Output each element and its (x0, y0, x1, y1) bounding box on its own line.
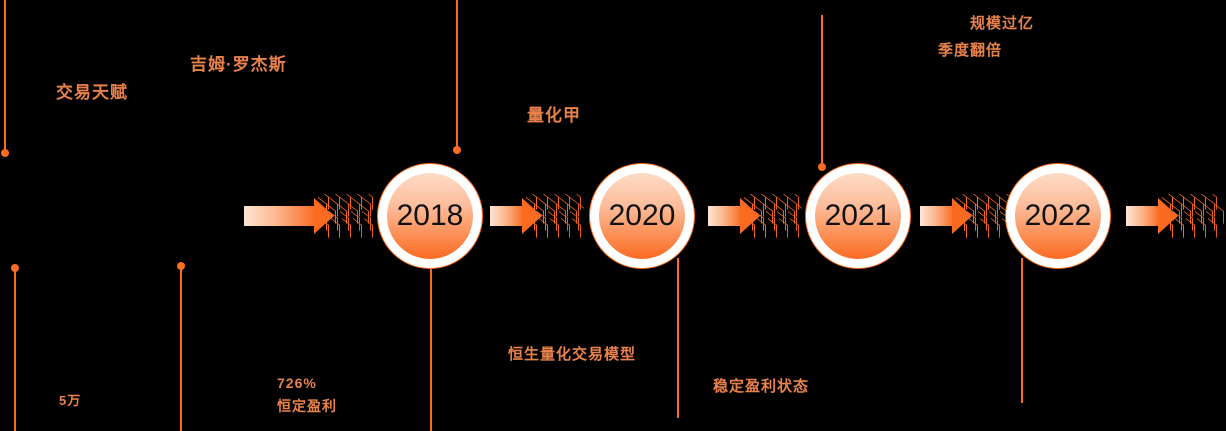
arrow-chevron (797, 210, 802, 224)
connector-line-constant-profit (180, 266, 182, 431)
connector-line-scale-over-yi (821, 15, 823, 168)
connector-line-jim-rogers (456, 0, 458, 150)
arrow-chevron (550, 224, 559, 238)
label-constant-profit-line2: 恒定盈利 (277, 398, 337, 414)
connector-line-trading-talent (4, 0, 6, 155)
connector-dot-trading-talent (1, 149, 9, 157)
arrow-chevron-group (1162, 194, 1226, 238)
label-trading-talent: 交易天赋 (56, 83, 128, 102)
arrow-chevron (572, 224, 581, 238)
timeline-arrow-2 (490, 194, 590, 238)
arrow-chevron (1197, 224, 1206, 238)
timeline-arrow-5 (1126, 194, 1226, 238)
node-year-label: 2020 (608, 199, 676, 232)
arrow-chevron (958, 224, 967, 238)
arrow-chevron (1175, 224, 1184, 238)
timeline-arrow-3 (708, 194, 808, 238)
label-stable-profit-state: 稳定盈利状态 (713, 378, 810, 395)
node-inner-circle: 2021 (815, 173, 901, 259)
arrow-shaft (708, 206, 742, 226)
arrow-shaft (920, 206, 954, 226)
node-year-label: 2018 (396, 199, 464, 232)
arrow-chevron (579, 210, 584, 224)
arrow-shaft (1126, 206, 1160, 226)
timeline-node-2021[interactable]: 2021 (805, 163, 911, 269)
arrow-chevron (779, 224, 788, 238)
connector-line-stable-profit-state (677, 258, 679, 418)
connector-line-hengsheng-model (430, 264, 432, 431)
connector-dot-scale-over-yi (818, 163, 826, 171)
node-inner-circle: 2022 (1015, 173, 1101, 259)
arrow-chevron (331, 224, 340, 238)
label-scale-over-yi-line1: 规模过亿 (970, 15, 1035, 32)
arrow-shaft (490, 206, 524, 226)
label-constant-profit: 726% 恒定盈利 (277, 375, 337, 416)
arrow-chevron-group (318, 194, 374, 238)
arrow-chevron (342, 224, 351, 238)
connector-dot-jim-rogers (453, 146, 461, 154)
arrow-chevron (1164, 224, 1173, 238)
timeline-node-2020[interactable]: 2020 (589, 163, 695, 269)
timeline-arrow-4 (920, 194, 1020, 238)
arrow-chevron (539, 224, 548, 238)
arrow-chevron (969, 224, 978, 238)
arrow-chevron (980, 224, 989, 238)
arrow-chevron (364, 224, 373, 238)
connector-line-2022-bottom (1021, 258, 1023, 403)
arrow-chevron (746, 224, 755, 238)
arrow-chevron-group (744, 194, 802, 238)
arrow-chevron (561, 224, 570, 238)
label-scale-over-yi: 规模过亿 季度翻倍 (938, 12, 1034, 60)
timeline-node-2022[interactable]: 2022 (1005, 163, 1111, 269)
arrow-chevron-group (526, 194, 584, 238)
arrow-chevron (1215, 210, 1224, 224)
arrow-chevron (991, 224, 1000, 238)
arrow-shaft (244, 206, 316, 226)
label-fifty-thousand: 5万 (59, 393, 82, 408)
label-hengsheng-model: 恒生量化交易模型 (508, 346, 637, 363)
node-inner-circle: 2020 (599, 173, 685, 259)
arrow-chevron (320, 224, 329, 238)
label-scale-over-yi-line2: 季度翻倍 (938, 42, 1003, 59)
node-inner-circle: 2018 (387, 173, 473, 259)
connector-line-fifty-thousand (14, 268, 16, 431)
node-year-label: 2022 (1024, 199, 1092, 232)
arrow-chevron (1186, 224, 1195, 238)
arrow-chevron (528, 224, 537, 238)
timeline-node-2018[interactable]: 2018 (377, 163, 483, 269)
arrow-chevron (1208, 224, 1217, 238)
node-year-label: 2021 (824, 199, 892, 232)
arrow-chevron (768, 224, 777, 238)
label-constant-profit-line1: 726% (277, 375, 317, 391)
label-jim-rogers: 吉姆·罗杰斯 (190, 55, 287, 74)
arrow-chevron (757, 224, 766, 238)
timeline-arrow-1 (244, 194, 374, 238)
arrow-chevron (353, 224, 362, 238)
label-quant-jia: 量化甲 (527, 106, 581, 125)
arrow-chevron (790, 224, 799, 238)
